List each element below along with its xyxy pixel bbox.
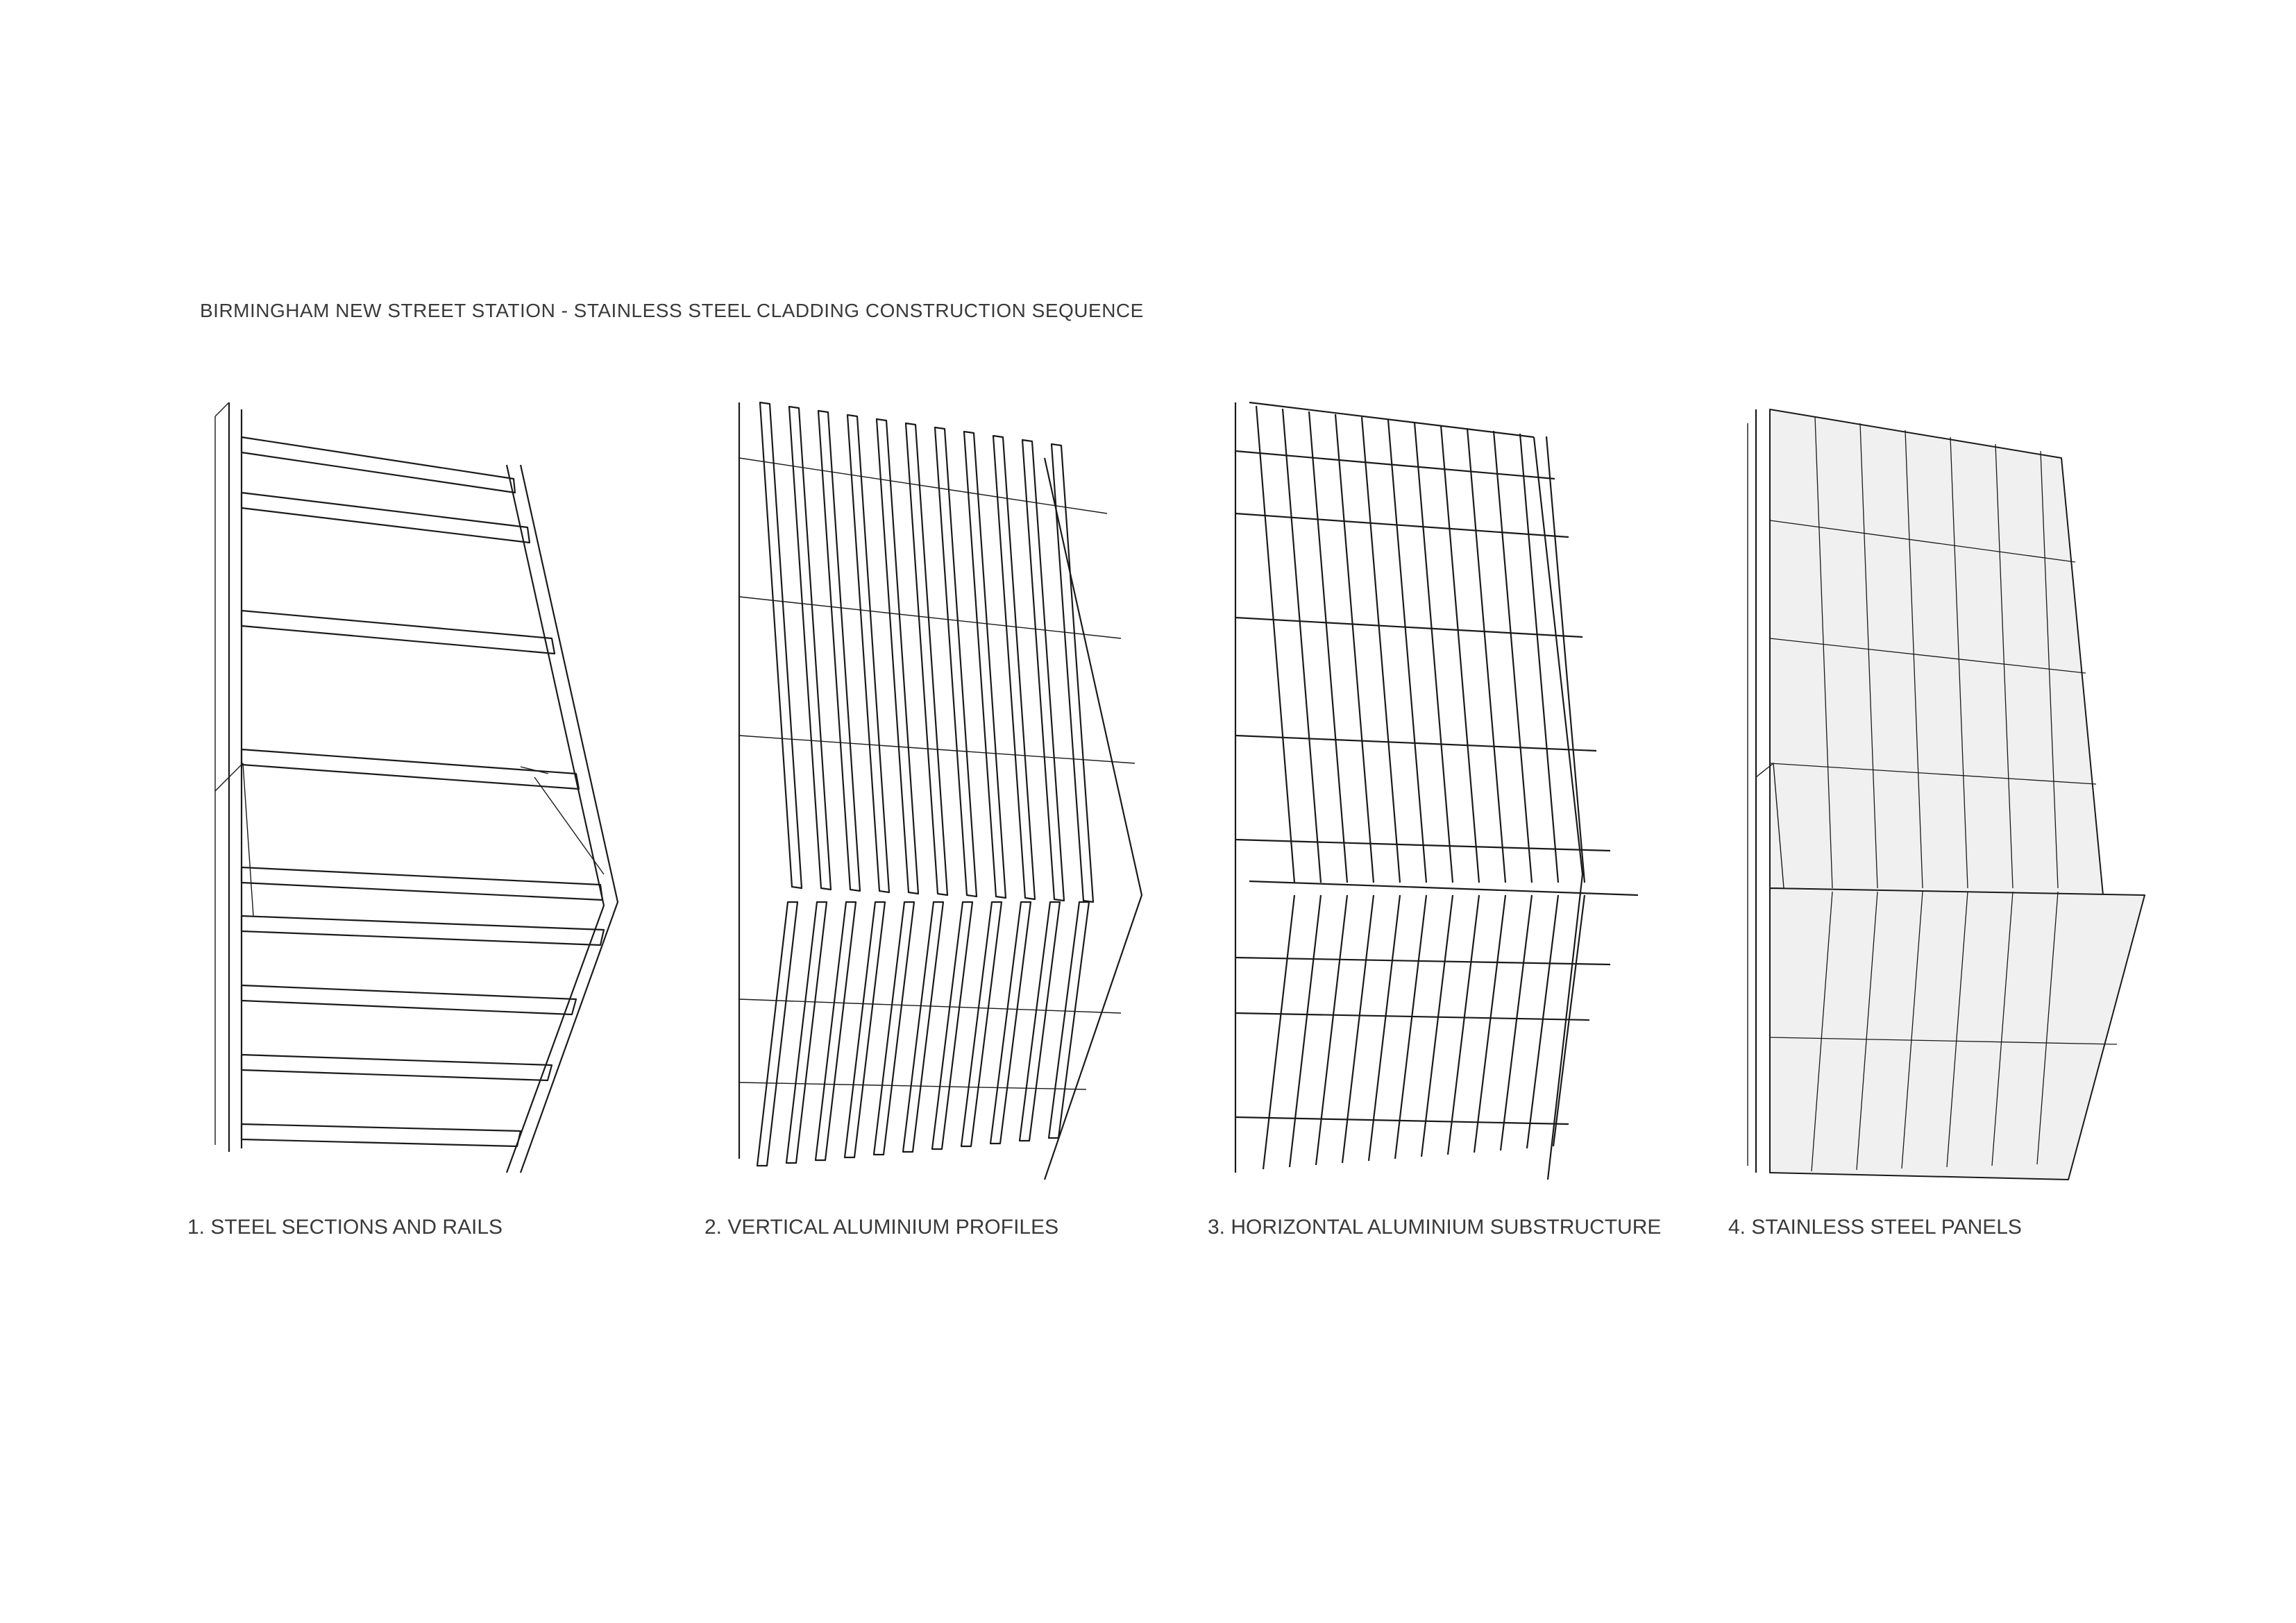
grid-verticals [1255,405,1586,1170]
right-fold-edge [1043,457,1143,1180]
grid-vertical [1360,416,1401,883]
grid-vertical [1394,894,1428,1159]
grid-horizontal [1235,450,1555,480]
grid-horizontal [1235,838,1611,852]
vertical-profile [934,426,978,898]
vertical-profile [875,418,920,895]
panel-seam [1814,416,1833,889]
grid-vertical [1446,894,1480,1155]
vertical-profile [904,422,949,897]
grid-vertical [1519,433,1560,883]
grid-vertical [1334,414,1375,883]
profile-rails [738,457,1136,1090]
grid-vertical [1420,894,1454,1157]
panel-seam [1995,443,2014,889]
vertical-profile [989,901,1032,1145]
grid-horizontals [1235,450,1611,1125]
bracket-struts [214,402,605,1145]
grid-vertical [1255,405,1296,883]
vertical-profile [788,405,832,891]
grid-vertical [1413,422,1454,883]
stainless-panels-drawing [1747,409,2145,1180]
grid-vertical [1367,894,1401,1162]
grid-vertical [1262,894,1296,1170]
grid-vertical [1473,894,1507,1153]
right-edge [1533,436,1584,1180]
grid-vertical [1552,894,1586,1147]
diagram-title: BIRMINGHAM NEW STREET STATION - STAINLES… [200,300,1144,321]
horizontal-substructure-drawing [1234,401,1639,1180]
vertical-profile [931,901,974,1150]
grid-vertical [1499,894,1533,1151]
grid-vertical [1466,427,1507,883]
grid-vertical [1308,411,1349,883]
grid-vertical [1492,430,1533,883]
stage-1-label: 1. STEEL SECTIONS AND RAILS [187,1216,503,1239]
panel-seam [1950,436,1968,889]
grid-horizontal [1235,734,1597,752]
grid-horizontal [1235,616,1583,638]
grid-vertical [1440,425,1480,883]
lower-rails [240,915,605,1148]
vertical-profiles-drawing [738,401,1143,1180]
vertical-profile [785,901,828,1164]
vertical-profile [756,901,799,1167]
panel-seam [1901,891,1923,1169]
vertical-profile [759,401,803,890]
stage-steel-panels: 4. STAINLESS STEEL PANELS [1728,389,2270,1239]
panel-seam [1811,891,1833,1172]
grid-vertical [1288,894,1322,1168]
stage-steel-sections: 1. STEEL SECTIONS AND RAILS [187,389,729,1239]
panel-seam [1946,891,1968,1168]
grid-horizontal [1235,956,1611,966]
right-column-outer [519,464,619,1173]
upper-rails [240,436,604,901]
panel-seam [1856,891,1878,1171]
vertical-profile [843,901,886,1159]
vertical-profile [1050,443,1095,903]
panel-seam [1859,423,1878,889]
stage-3-label: 3. HORIZONTAL ALUMINIUM SUBSTRUCTURE [1208,1216,1662,1239]
vertical-profile [902,901,945,1153]
vertical-profile [1018,901,1061,1142]
stage-2-label: 2. VERTICAL ALUMINIUM PROFILES [704,1216,1059,1239]
grid-vertical [1315,894,1349,1166]
vertical-profile [992,434,1036,901]
vertical-profile [814,901,857,1162]
panel-seam [2036,891,2059,1165]
vertical-profile [963,430,1007,899]
panel-seam [1991,891,2014,1166]
right-column-inner [505,464,605,1173]
vertical-profile [1047,901,1090,1139]
support-brackets [1755,763,1784,889]
vertical-profile [817,409,861,892]
vertical-profile [872,901,915,1156]
grid-vertical [1387,419,1428,883]
grid-vertical [1281,408,1322,883]
fold-line [1249,880,1639,897]
vertical-profiles-upper [759,401,1095,903]
grid-horizontal [1235,512,1569,538]
vertical-profile [960,901,1003,1148]
steel-frame-drawing [214,402,619,1173]
panel-seam [2040,450,2059,889]
upper-cladding-surface [1769,409,2104,896]
vertical-profiles-lower [756,901,1090,1167]
panel-seams-horizontal [1769,520,2118,1045]
stage-horizontal-substructure: 3. HORIZONTAL ALUMINIUM SUBSTRUCTURE [1208,389,1749,1239]
panel-seam [1905,430,1923,889]
stage-4-label: 4. STAINLESS STEEL PANELS [1728,1216,2022,1239]
grid-horizontal [1235,1012,1590,1021]
panel-seams-vertical [1811,416,2059,1172]
grid-vertical [1341,894,1375,1164]
vertical-profile [846,414,890,894]
top-edge [1249,401,1535,439]
stage-vertical-profiles: 2. VERTICAL ALUMINIUM PROFILES [704,389,1246,1239]
grid-vertical [1526,894,1560,1149]
vertical-profile [1021,439,1065,902]
grid-vertical [1545,436,1586,883]
grid-horizontal [1235,1116,1569,1125]
